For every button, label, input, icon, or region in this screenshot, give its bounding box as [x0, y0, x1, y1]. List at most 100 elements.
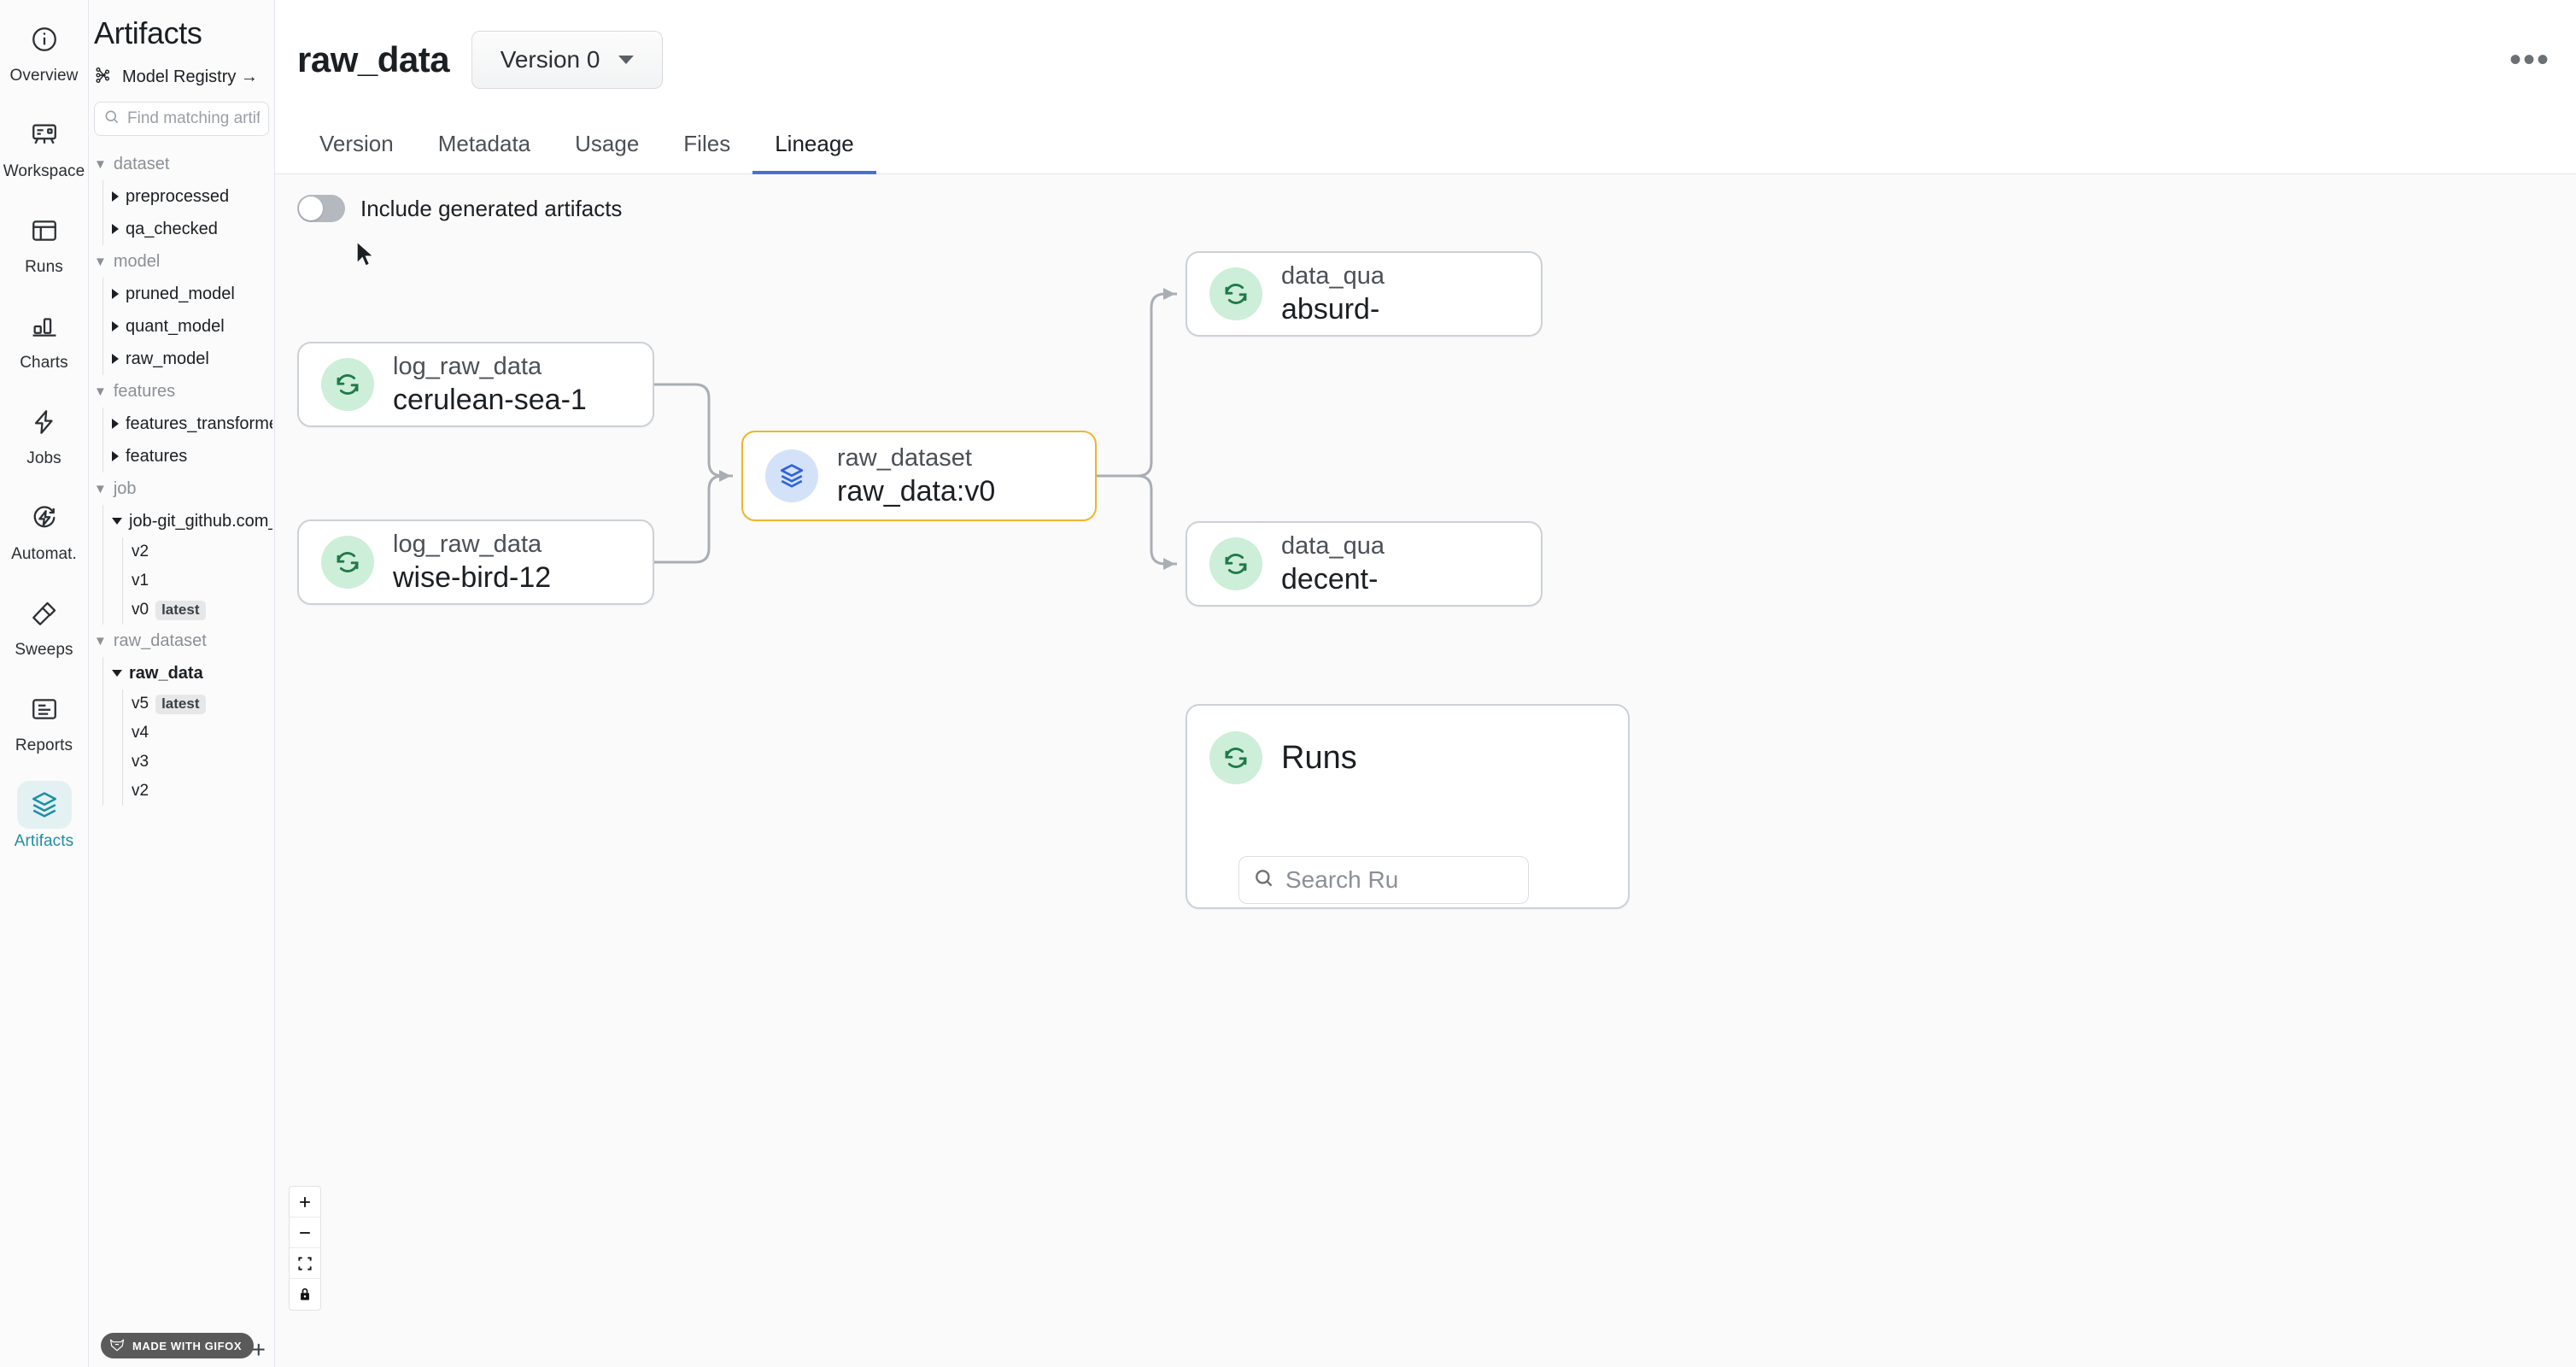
tab-version[interactable]: Version — [319, 131, 394, 156]
node-subtitle: raw_dataset — [837, 443, 972, 472]
lineage-node-run-decent[interactable]: data_qua decent- — [1186, 521, 1543, 607]
node-text: log_raw_data cerulean-sea-1 — [393, 351, 587, 419]
chevron-down-icon: ▼ — [94, 384, 107, 399]
version-row[interactable]: v3 — [132, 748, 272, 777]
version-row[interactable]: v2 — [132, 537, 272, 566]
node-name: cerulean-sea-1 — [393, 383, 587, 416]
rail-item-runs[interactable]: Runs — [3, 207, 85, 277]
node-text: data_qua absurd- — [1281, 261, 1385, 328]
latest-badge: latest — [155, 600, 206, 620]
fox-icon — [108, 1336, 126, 1356]
rail-label: Jobs — [26, 449, 61, 467]
lineage-canvas[interactable]: log_raw_data cerulean-sea-1 log_raw_data… — [275, 243, 2576, 1367]
version-select-label: Version 0 — [500, 46, 600, 73]
rail-item-charts[interactable]: Charts — [3, 302, 85, 373]
tree-node-preprocessed[interactable]: preprocessed — [112, 180, 272, 213]
lineage-node-artifact-raw-data-v0[interactable]: raw_dataset raw_data:v0 — [741, 431, 1097, 521]
tree-node-label: quant_model — [126, 316, 225, 336]
node-name: raw_data:v0 — [837, 474, 996, 507]
tree-node-raw-data[interactable]: raw_data — [112, 657, 272, 689]
artifacts-panel: Artifacts Model Registry → ▼ — [89, 0, 275, 1367]
tree-group-model[interactable]: ▼ model — [94, 245, 272, 278]
tree-group-job[interactable]: ▼ job — [94, 472, 272, 505]
artifact-search-box[interactable] — [94, 102, 269, 136]
runs-search-box[interactable]: Search Ru — [1238, 856, 1529, 904]
rail-item-jobs[interactable]: Jobs — [3, 398, 85, 468]
rail-item-overview[interactable]: Overview — [3, 15, 85, 85]
node-subtitle: log_raw_data — [393, 352, 542, 380]
tree-group-label: dataset — [113, 154, 170, 173]
model-registry-icon — [94, 65, 114, 90]
lineage-node-run-wise-bird-12[interactable]: log_raw_data wise-bird-12 — [297, 519, 654, 605]
runs-overlay-panel[interactable]: Runs Search Ru — [1186, 704, 1630, 909]
tree-node-raw-model[interactable]: raw_model — [112, 343, 272, 375]
tree-node-quant-model[interactable]: quant_model — [112, 310, 272, 343]
tree-node-label: raw_data — [129, 663, 203, 683]
workspace-icon — [17, 111, 72, 159]
tree-node-qa-checked[interactable]: qa_checked — [112, 213, 272, 245]
rail-item-automations[interactable]: Automat. — [3, 494, 85, 564]
zoom-out-button[interactable] — [290, 1217, 320, 1248]
tree-group-features[interactable]: ▼ features — [94, 375, 272, 408]
node-name: decent- — [1281, 562, 1379, 595]
tab-usage[interactable]: Usage — [575, 131, 640, 156]
zoom-in-button[interactable] — [290, 1187, 320, 1217]
search-input[interactable] — [127, 109, 260, 128]
tab-metadata[interactable]: Metadata — [437, 131, 531, 156]
tree-group-dataset[interactable]: ▼ dataset — [94, 148, 272, 180]
rail-item-artifacts[interactable]: Artifacts — [3, 781, 85, 851]
add-artifact-button[interactable]: + — [251, 1336, 266, 1363]
chevron-right-icon — [112, 289, 119, 299]
table-icon — [17, 207, 72, 255]
run-icon — [1209, 731, 1262, 784]
run-icon — [1209, 267, 1262, 320]
version-row[interactable]: v2 — [132, 777, 272, 806]
lineage-node-run-cerulean-sea-1[interactable]: log_raw_data cerulean-sea-1 — [297, 342, 654, 427]
rail-label: Runs — [25, 258, 63, 276]
version-row[interactable]: v5 latest — [132, 689, 272, 719]
node-text: raw_dataset raw_data:v0 — [837, 443, 995, 510]
version-row[interactable]: v1 — [132, 566, 272, 595]
version-select[interactable]: Version 0 — [471, 31, 664, 89]
version-row[interactable]: v4 — [132, 719, 272, 748]
more-options-button[interactable]: ••• — [2509, 41, 2550, 79]
tab-lineage[interactable]: Lineage — [752, 131, 876, 174]
tree-node-job-git[interactable]: job-git_github.com_wa… — [112, 505, 272, 537]
fit-view-button[interactable] — [290, 1248, 320, 1279]
include-generated-artifacts-toggle[interactable] — [297, 195, 345, 222]
chevron-down-icon — [618, 56, 635, 64]
tree-children: job-git_github.com_wa… v2 v1 v0 latest — [102, 505, 272, 625]
lock-button[interactable] — [290, 1279, 320, 1310]
version-row[interactable]: v0 latest — [132, 595, 272, 625]
tree-group-raw-dataset[interactable]: ▼ raw_dataset — [94, 625, 272, 657]
rail-item-workspace[interactable]: Workspace — [3, 111, 85, 181]
chevron-down-icon: ▼ — [94, 254, 107, 269]
tree-group-label: features — [113, 381, 176, 401]
lineage-node-run-absurd[interactable]: data_qua absurd- — [1186, 251, 1543, 337]
search-icon — [1253, 867, 1275, 894]
rail-item-sweeps[interactable]: Sweeps — [3, 590, 85, 660]
gifox-label: MADE WITH GIFOX — [132, 1339, 243, 1352]
tree-node-features[interactable]: features — [112, 440, 272, 472]
artifact-title: raw_data — [297, 39, 450, 79]
tab-files[interactable]: Files — [683, 131, 731, 156]
chevron-down-icon — [112, 670, 122, 677]
node-name: absurd- — [1281, 292, 1380, 326]
model-registry-link[interactable]: Model Registry → — [89, 51, 274, 90]
chevron-down-icon: ▼ — [94, 156, 107, 172]
model-registry-label: Model Registry → — [122, 67, 258, 86]
rail-label: Overview — [9, 67, 79, 85]
report-icon — [17, 685, 72, 733]
rail-label: Charts — [20, 354, 68, 372]
page-title: Artifacts — [94, 15, 202, 50]
rail-item-reports[interactable]: Reports — [3, 685, 85, 755]
node-subtitle: log_raw_data — [393, 530, 542, 558]
rail-label: Workspace — [3, 162, 85, 180]
chevron-right-icon — [112, 191, 119, 202]
layers-icon — [16, 781, 72, 829]
tree-node-features-transformed[interactable]: features_transformed — [112, 408, 272, 440]
tree-node-pruned-model[interactable]: pruned_model — [112, 278, 272, 310]
version-label: v4 — [132, 724, 149, 742]
node-subtitle: data_qua — [1281, 261, 1385, 290]
